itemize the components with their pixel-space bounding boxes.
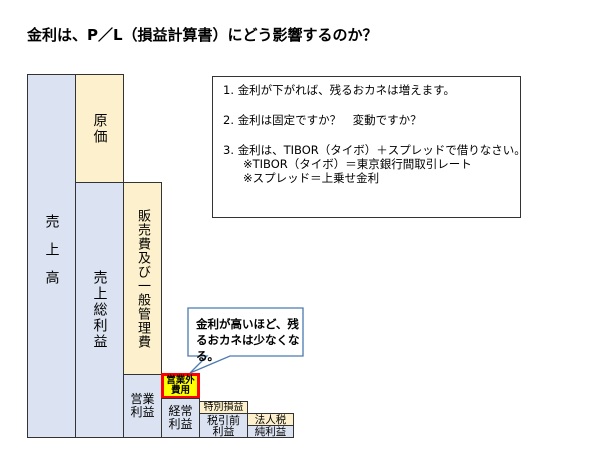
note-3: 3. 金利は、TIBOR（タイボ）＋スプレッドで借りなさい。 xyxy=(223,143,526,157)
block-gross-profit: 売上総利益 xyxy=(75,182,124,438)
note-1: 1. 金利が下がれば、残るおカネは増えます。 xyxy=(223,83,455,97)
block-non-operating-expenses: 営業外費用 xyxy=(161,373,200,399)
page-title: 金利は、P／L（損益計算書）にどう影響するのか？ xyxy=(27,26,378,44)
note-3-sub-2: ※スプレッド＝上乗せ金利 xyxy=(243,171,380,185)
block-pretax-income: 税引前利益 xyxy=(199,413,248,438)
block-sga: 販売費及び一般管理費 xyxy=(123,182,162,375)
block-operating-income: 営業利益 xyxy=(123,374,162,438)
callout-text: 金利が高いほど、残るおカネは少なくなる。 xyxy=(196,317,300,363)
block-ordinary-income: 経常利益 xyxy=(161,398,200,438)
note-2: 2. 金利は固定ですか？ 変動ですか？ xyxy=(223,113,422,127)
note-3-sub-1: ※TIBOR（タイボ）＝東京銀行間取引レート xyxy=(243,157,472,171)
block-cost-of-sales: 原価 xyxy=(75,74,124,183)
block-net-income: 純利益 xyxy=(247,425,294,438)
notes-box: 1. 金利が下がれば、残るおカネは増えます。 2. 金利は固定ですか？ 変動です… xyxy=(212,76,526,218)
